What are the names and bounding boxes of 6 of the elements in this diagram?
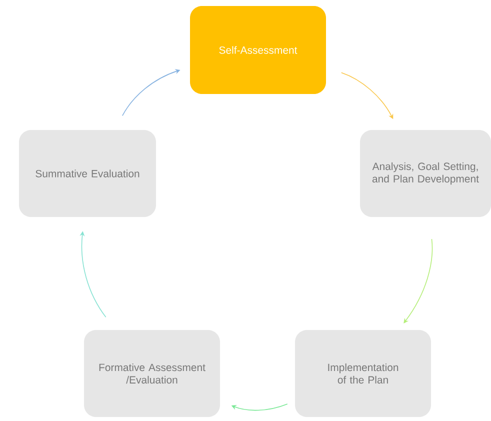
process-box: Implementation of the Plan bbox=[295, 330, 431, 417]
process-box: Analysis, Goal Setting, and Plan Development bbox=[360, 130, 491, 217]
process-box: Self-Assessment bbox=[190, 6, 326, 94]
process-box: Summative Evaluation bbox=[19, 130, 156, 217]
process-box: Formative Assessment /Evaluation bbox=[84, 330, 220, 417]
arrow bbox=[404, 238, 433, 324]
